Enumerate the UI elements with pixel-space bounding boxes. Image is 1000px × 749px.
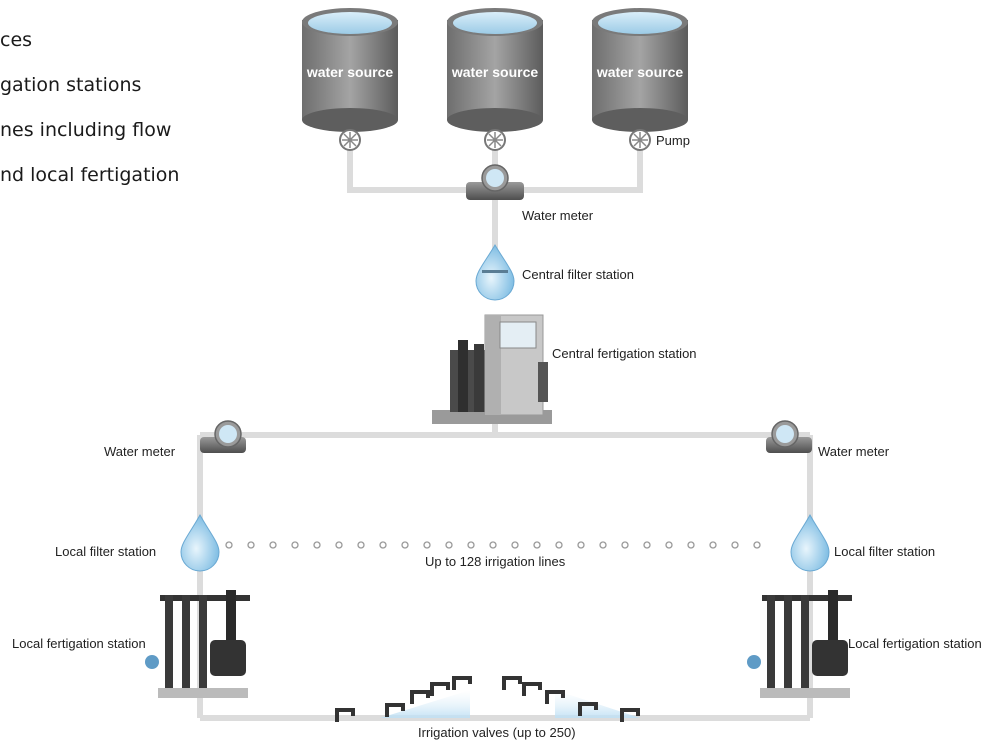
irrigation-line-dot	[665, 541, 673, 549]
irrigation-line-dot	[445, 541, 453, 549]
local-fertigation-station	[747, 590, 852, 698]
irrigation-line-dot	[687, 541, 695, 549]
irrigation-line-dot	[269, 541, 277, 549]
side-text-item: gation stations	[0, 74, 142, 96]
irrigation-valve-icon	[430, 682, 450, 696]
irrigation-line-dot	[599, 541, 607, 549]
irrigation-lines-label: Up to 128 irrigation lines	[425, 554, 566, 569]
local-filter-drop-icon	[180, 513, 220, 572]
irrigation-line-dot	[401, 541, 409, 549]
irrigation-valve-icon	[410, 690, 430, 704]
irrigation-valve-icon	[385, 703, 405, 717]
irrigation-line-dot	[577, 541, 585, 549]
irrigation-line-dot	[731, 541, 739, 549]
pump-label: Pump	[656, 133, 690, 148]
irrigation-valves	[335, 676, 640, 722]
side-text-item: nes including flow	[0, 119, 172, 141]
irrigation-line-dot	[335, 541, 343, 549]
irrigation-line-dot	[533, 541, 541, 549]
irrigation-line-dot	[555, 541, 563, 549]
irrigation-line-dot	[643, 541, 651, 549]
water-source-label: water source	[451, 64, 539, 80]
central-fertigation-station	[432, 314, 552, 424]
irrigation-line-dot	[291, 541, 299, 549]
central-filter-drop-icon	[475, 244, 515, 301]
water-source-tank: water source	[447, 8, 543, 132]
water-meter-icon	[766, 420, 812, 453]
water-source-label: water source	[596, 64, 684, 80]
local-fertigation-station	[145, 590, 250, 698]
irrigation-valves-label: Irrigation valves (up to 250)	[418, 725, 576, 740]
irrigation-line-dot	[467, 541, 475, 549]
pump-icon	[629, 129, 651, 151]
irrigation-valve-icon	[452, 676, 472, 690]
pump-icon	[484, 129, 506, 151]
pump-icon	[339, 129, 361, 151]
water-meter-icon	[200, 420, 246, 453]
local-fertigation-label: Local fertigation station	[848, 636, 982, 651]
side-text-item: nd local fertigation	[0, 164, 180, 186]
irrigation-line-dot	[313, 541, 321, 549]
irrigation-line-dot	[753, 541, 761, 549]
irrigation-valve-icon	[502, 676, 522, 690]
local-fertigation-label: Local fertigation station	[12, 636, 146, 651]
central-filter-label: Central filter station	[522, 267, 634, 282]
irrigation-line-dots	[225, 541, 761, 549]
irrigation-line-dot	[423, 541, 431, 549]
irrigation-line-dot	[379, 541, 387, 549]
local-filter-label: Local filter station	[834, 544, 935, 559]
irrigation-valve-icon	[522, 682, 542, 696]
local-filter-drop-icon	[790, 513, 830, 572]
side-text-list: ces gation stations nes including flow n…	[0, 18, 179, 198]
irrigation-valve-icon	[545, 690, 565, 704]
water-meter-label: Water meter	[818, 444, 890, 459]
central-fertigation-label: Central fertigation station	[552, 346, 697, 361]
irrigation-valve-icon	[335, 708, 355, 722]
local-filter-label: Local filter station	[55, 544, 156, 559]
water-source-label: water source	[306, 64, 394, 80]
irrigation-line-dot	[709, 541, 717, 549]
irrigation-line-dot	[489, 541, 497, 549]
irrigation-valve-icon	[578, 702, 598, 716]
water-source-tank: water source	[302, 8, 398, 132]
water-source-tank: water source	[592, 8, 688, 132]
water-meter-label: Water meter	[522, 208, 594, 223]
irrigation-line-dot	[511, 541, 519, 549]
pipe-network	[197, 148, 813, 721]
water-meter-icon	[466, 164, 524, 200]
irrigation-line-dot	[621, 541, 629, 549]
irrigation-valve-icon	[620, 708, 640, 722]
water-meter-label: Water meter	[104, 444, 176, 459]
irrigation-line-dot	[247, 541, 255, 549]
irrigation-line-dot	[357, 541, 365, 549]
irrigation-line-dot	[225, 541, 233, 549]
side-text-item: ces	[0, 29, 33, 51]
